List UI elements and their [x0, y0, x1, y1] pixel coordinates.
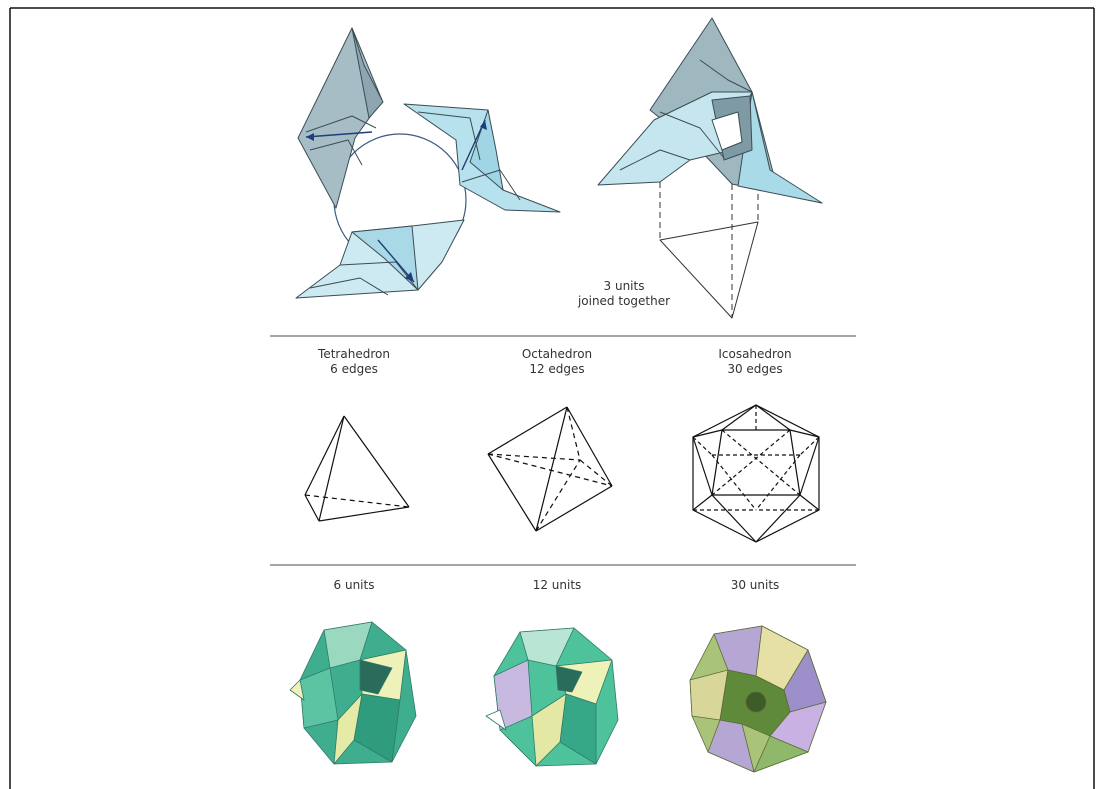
intro-caption-line2-text: joined together: [577, 294, 670, 308]
tetrahedron-wireframe: [305, 416, 409, 521]
origami-ball-12-units: [486, 628, 618, 766]
origami-ball-30-units: [690, 626, 826, 772]
octahedron-name: Octahedron: [507, 347, 607, 362]
tetrahedron-name: Tetrahedron: [304, 347, 404, 362]
icosahedron-wireframe: [693, 405, 819, 542]
octahedron-edges: 12 edges: [507, 362, 607, 377]
origami-ball-6-units: [290, 622, 416, 764]
octahedron-units: 12 units: [507, 578, 607, 593]
tetrahedron-units: 6 units: [304, 578, 404, 593]
tetrahedron-edges: 6 edges: [304, 362, 404, 377]
icosahedron-edges: 30 edges: [705, 362, 805, 377]
joined-units-illustration: [598, 18, 822, 318]
icosahedron-units: 30 units: [705, 578, 805, 593]
intro-caption-line1-text: 3 units: [604, 279, 645, 293]
icosahedron-name: Icosahedron: [705, 347, 805, 362]
octahedron-wireframe: [488, 407, 612, 531]
unit-assembly-illustration: [296, 28, 560, 298]
